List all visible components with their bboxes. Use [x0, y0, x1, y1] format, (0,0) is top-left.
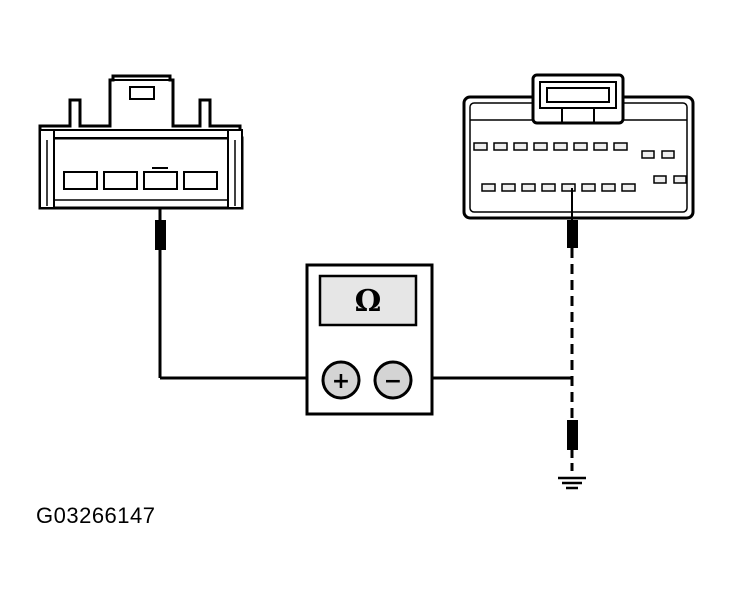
positive-terminal — [321, 360, 361, 400]
left-pin-cavity — [63, 171, 98, 190]
negative-terminal-label: − — [384, 369, 402, 394]
ground-probe-tip — [567, 420, 578, 450]
ground-symbol-icon — [558, 476, 586, 490]
left-pin-cavity — [143, 171, 178, 190]
ohmmeter: Ω + − — [305, 263, 434, 416]
right-connector — [462, 73, 695, 220]
left-probe-lead — [155, 208, 322, 380]
figure-id: G03266147 — [36, 503, 156, 528]
dashed-circuit-to-ground — [567, 248, 578, 476]
negative-terminal — [373, 360, 413, 400]
right-probe-lead — [410, 188, 578, 380]
right-pin-row-lower — [481, 175, 687, 192]
ohm-symbol-icon: Ω — [355, 284, 382, 319]
left-pin-cavity — [183, 171, 218, 190]
left-pin-cavity — [103, 171, 138, 190]
ohmmeter-display — [318, 274, 418, 327]
left-probe-tip — [155, 220, 166, 250]
right-probe-tip — [567, 220, 578, 248]
right-pin-row-upper — [473, 142, 675, 159]
left-connector — [38, 74, 244, 210]
positive-terminal-label: + — [332, 369, 350, 394]
left-connector-tab — [129, 86, 155, 100]
